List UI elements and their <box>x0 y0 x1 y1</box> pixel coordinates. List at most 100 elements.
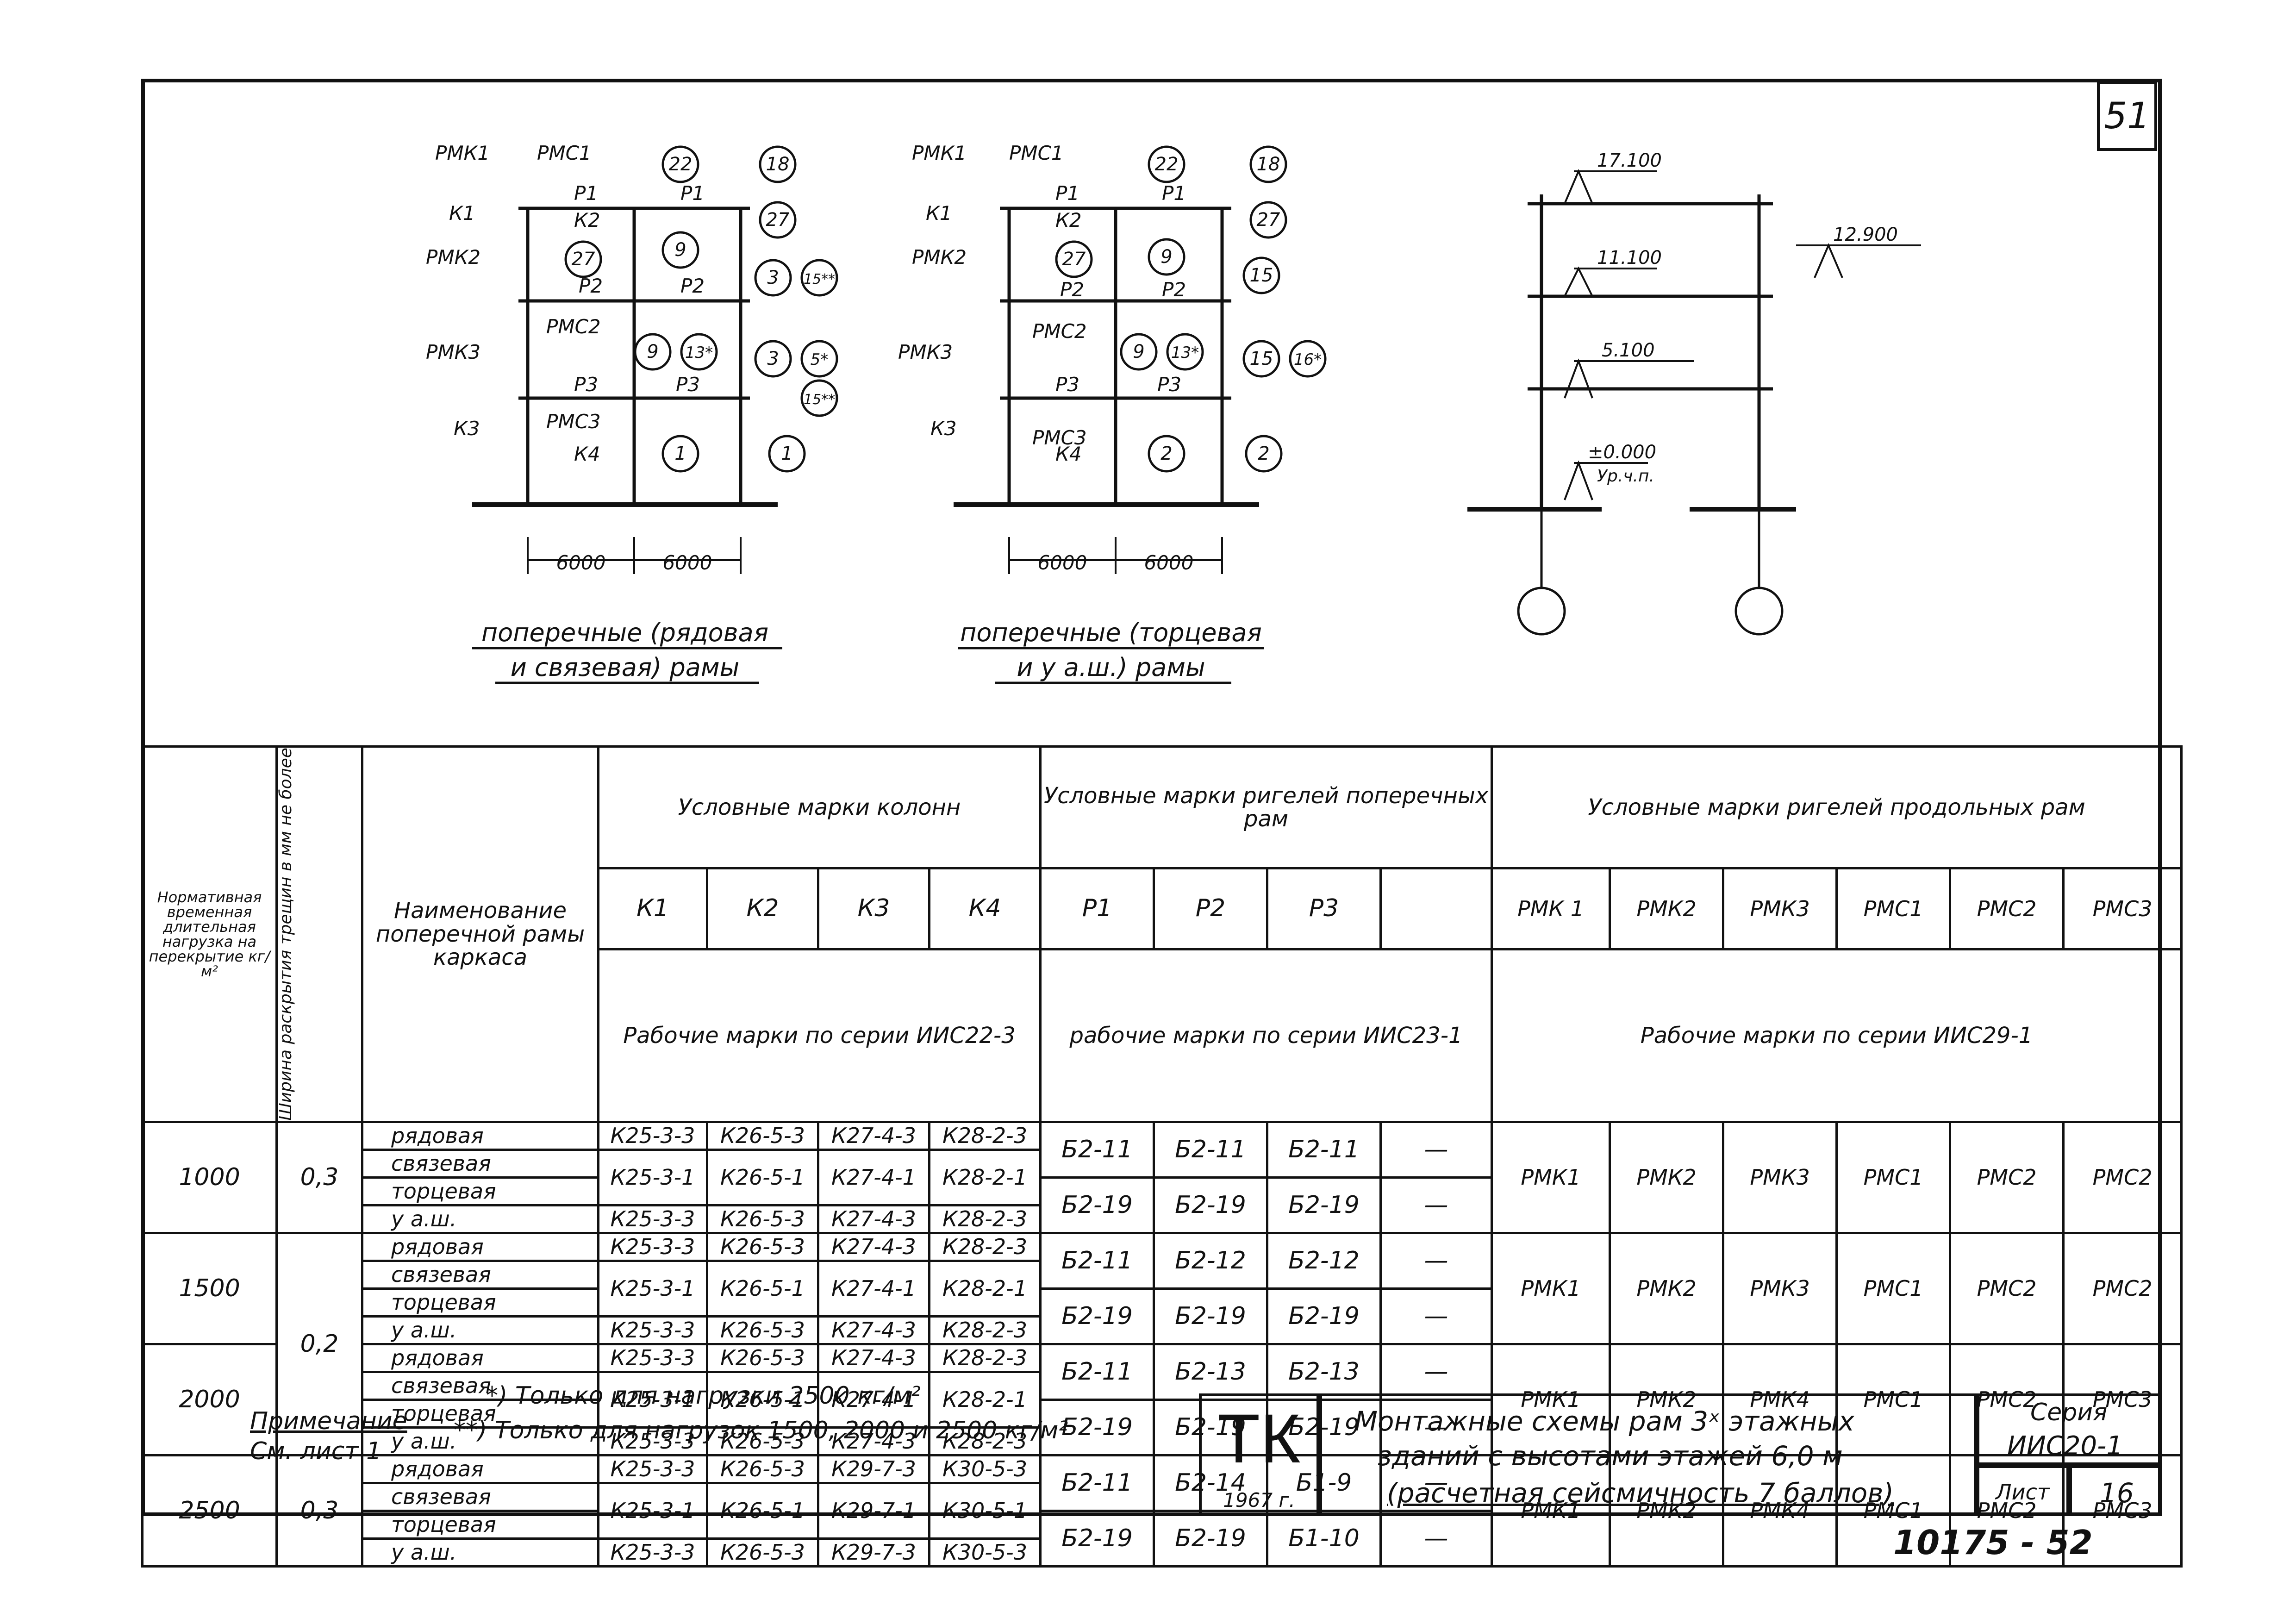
label-k3: К3 <box>454 417 480 440</box>
svg-text:22: 22 <box>669 154 693 175</box>
load-2500: 2500 <box>141 1454 278 1568</box>
svg-text:2: 2 <box>1258 443 1269 464</box>
svg-text:К4: К4 <box>1055 443 1082 465</box>
diagram2-title-1: поперечные (торцевая <box>960 618 1262 647</box>
tk-logo: ТК <box>1217 1399 1301 1477</box>
svg-text:К3: К3 <box>930 417 957 440</box>
svg-text:Р2: Р2 <box>1162 278 1186 301</box>
diagram2-title-2: и у а.ш.) рамы <box>1017 653 1205 682</box>
svg-text:К1: К1 <box>926 202 952 225</box>
label-p1a: Р1 <box>574 182 598 205</box>
svg-text:13*: 13* <box>1171 344 1199 362</box>
work-marks-long: Рабочие марки по серии ИИС29-1 <box>1491 948 2183 1123</box>
titleblock-sheet-number-box: 16 <box>2069 1465 2162 1516</box>
header-frame-name: Наименование поперечной рамы каркаса <box>361 745 599 1123</box>
elev-11100: 11.100 <box>1597 247 1662 269</box>
svg-text:К2: К2 <box>1055 209 1082 231</box>
elev-0000: ±0.000 <box>1588 442 1656 463</box>
svg-text:РМС2: РМС2 <box>1032 320 1087 343</box>
header-load: Нормативная временная длительная нагрузк… <box>141 745 278 1123</box>
svg-text:5*: 5* <box>811 350 829 369</box>
svg-text:1: 1 <box>781 443 792 464</box>
diagram1-title-1: поперечные (рядовая <box>481 618 768 647</box>
svg-text:6000: 6000 <box>556 551 606 574</box>
svg-text:Р2: Р2 <box>1060 278 1084 301</box>
svg-text:15**: 15** <box>804 271 835 287</box>
svg-text:Р3: Р3 <box>1157 373 1181 396</box>
work-marks-rigels: рабочие марки по серии ИИС23-1 <box>1039 948 1493 1123</box>
load-1500: 1500 <box>141 1231 278 1345</box>
label-p2b: Р2 <box>680 275 705 297</box>
label-pmk1: РМК1 <box>435 142 490 164</box>
note-label: Примечание <box>250 1407 407 1435</box>
svg-text:18: 18 <box>1257 154 1280 175</box>
svg-text:9: 9 <box>1133 341 1144 362</box>
svg-text:РМС1: РМС1 <box>1009 142 1064 164</box>
label-p2a: Р2 <box>579 275 603 297</box>
label-p1b: Р1 <box>680 182 705 205</box>
work-marks-columns: Рабочие марки по серии ИИС22-3 <box>597 948 1042 1123</box>
label-pmc2: РМС2 <box>546 315 601 338</box>
label-pmc3: РМС3 <box>546 410 601 433</box>
label-p3b: Р3 <box>676 373 700 396</box>
svg-text:27: 27 <box>572 249 595 270</box>
marks-table: Нормативная временная длительная нагрузк… <box>141 745 2183 1568</box>
label-p3a: Р3 <box>574 373 598 396</box>
svg-text:3: 3 <box>767 348 779 369</box>
page-number-box: 51 <box>2097 81 2157 151</box>
diagram1-title-2: и связевая) рамы <box>511 653 740 682</box>
frame-diagram-1 <box>472 206 782 684</box>
header-crack: Ширина раскрытия трещин в мм не более <box>276 748 296 1121</box>
titleblock-logo-box: ТК 1967 г. <box>1199 1393 1319 1516</box>
elevation-diagram <box>1467 169 1921 636</box>
drawings: РМК1 РМС1 К1 К2 РМК2 РМС2 РМК3 РМС3 К3 К… <box>426 142 1921 684</box>
note-2: **) Только для нагрузок 1500, 2000 и 250… <box>454 1417 1068 1444</box>
svg-text:9: 9 <box>674 239 686 261</box>
header-columns: Условные марки колонн <box>597 745 1042 869</box>
load-1000: 1000 <box>141 1120 278 1234</box>
label-k4: К4 <box>574 443 600 465</box>
label-k1: К1 <box>449 202 475 225</box>
elev-12900: 12.900 <box>1833 224 1898 245</box>
svg-text:1: 1 <box>674 443 686 464</box>
svg-text:18: 18 <box>766 154 790 175</box>
load-2000: 2000 <box>141 1343 278 1456</box>
elev-17100: 17.100 <box>1597 150 1662 171</box>
label-pmk2: РМК2 <box>426 246 480 269</box>
svg-text:15: 15 <box>1250 265 1273 286</box>
svg-text:13*: 13* <box>685 344 713 362</box>
label-k2: К2 <box>574 209 600 231</box>
svg-text:РМК1: РМК1 <box>912 142 967 164</box>
titleblock-sheet-label-box: Лист <box>1977 1465 2069 1516</box>
svg-text:Р1: Р1 <box>1162 182 1186 205</box>
svg-text:27: 27 <box>1257 209 1280 231</box>
label-pmk3: РМК3 <box>426 341 480 363</box>
svg-text:РМК2: РМК2 <box>912 246 967 269</box>
elev-floor-label: Ур.ч.п. <box>1597 467 1654 486</box>
elev-5100: 5.100 <box>1602 340 1655 361</box>
titleblock-title-box: Монтажные схемы рам 3ˣ этажных зданий с … <box>1319 1393 1977 1516</box>
header-long-rigels: Условные марки ригелей продольных рам <box>1491 745 2183 869</box>
svg-text:Р1: Р1 <box>1055 182 1079 205</box>
svg-text:6000: 6000 <box>1144 551 1194 574</box>
svg-text:27: 27 <box>766 209 790 231</box>
note-1: *) Только для нагрузки 2500 кг/м² <box>486 1382 921 1410</box>
svg-text:2: 2 <box>1160 443 1172 464</box>
svg-text:3: 3 <box>767 267 779 288</box>
svg-text:6000: 6000 <box>663 551 712 574</box>
svg-text:15: 15 <box>1250 348 1273 369</box>
titleblock-series-box: Серия ИИС20-1 <box>1977 1393 2162 1465</box>
svg-text:16*: 16* <box>1294 350 1322 369</box>
svg-text:9: 9 <box>647 341 658 362</box>
archive-number: 10175 - 52 <box>1893 1523 2093 1562</box>
svg-text:27: 27 <box>1062 249 1086 270</box>
svg-text:Р3: Р3 <box>1055 373 1079 396</box>
svg-text:6000: 6000 <box>1038 551 1087 574</box>
svg-text:22: 22 <box>1155 154 1179 175</box>
note-see: См. лист 1 <box>250 1437 382 1465</box>
label-pmc1: РМС1 <box>537 142 592 164</box>
svg-text:15**: 15** <box>804 392 835 408</box>
titleblock-year: 1967 г. <box>1223 1489 1295 1512</box>
header-rigels: Условные марки ригелей поперечных рам <box>1039 745 1493 869</box>
svg-text:РМК3: РМК3 <box>898 341 953 363</box>
